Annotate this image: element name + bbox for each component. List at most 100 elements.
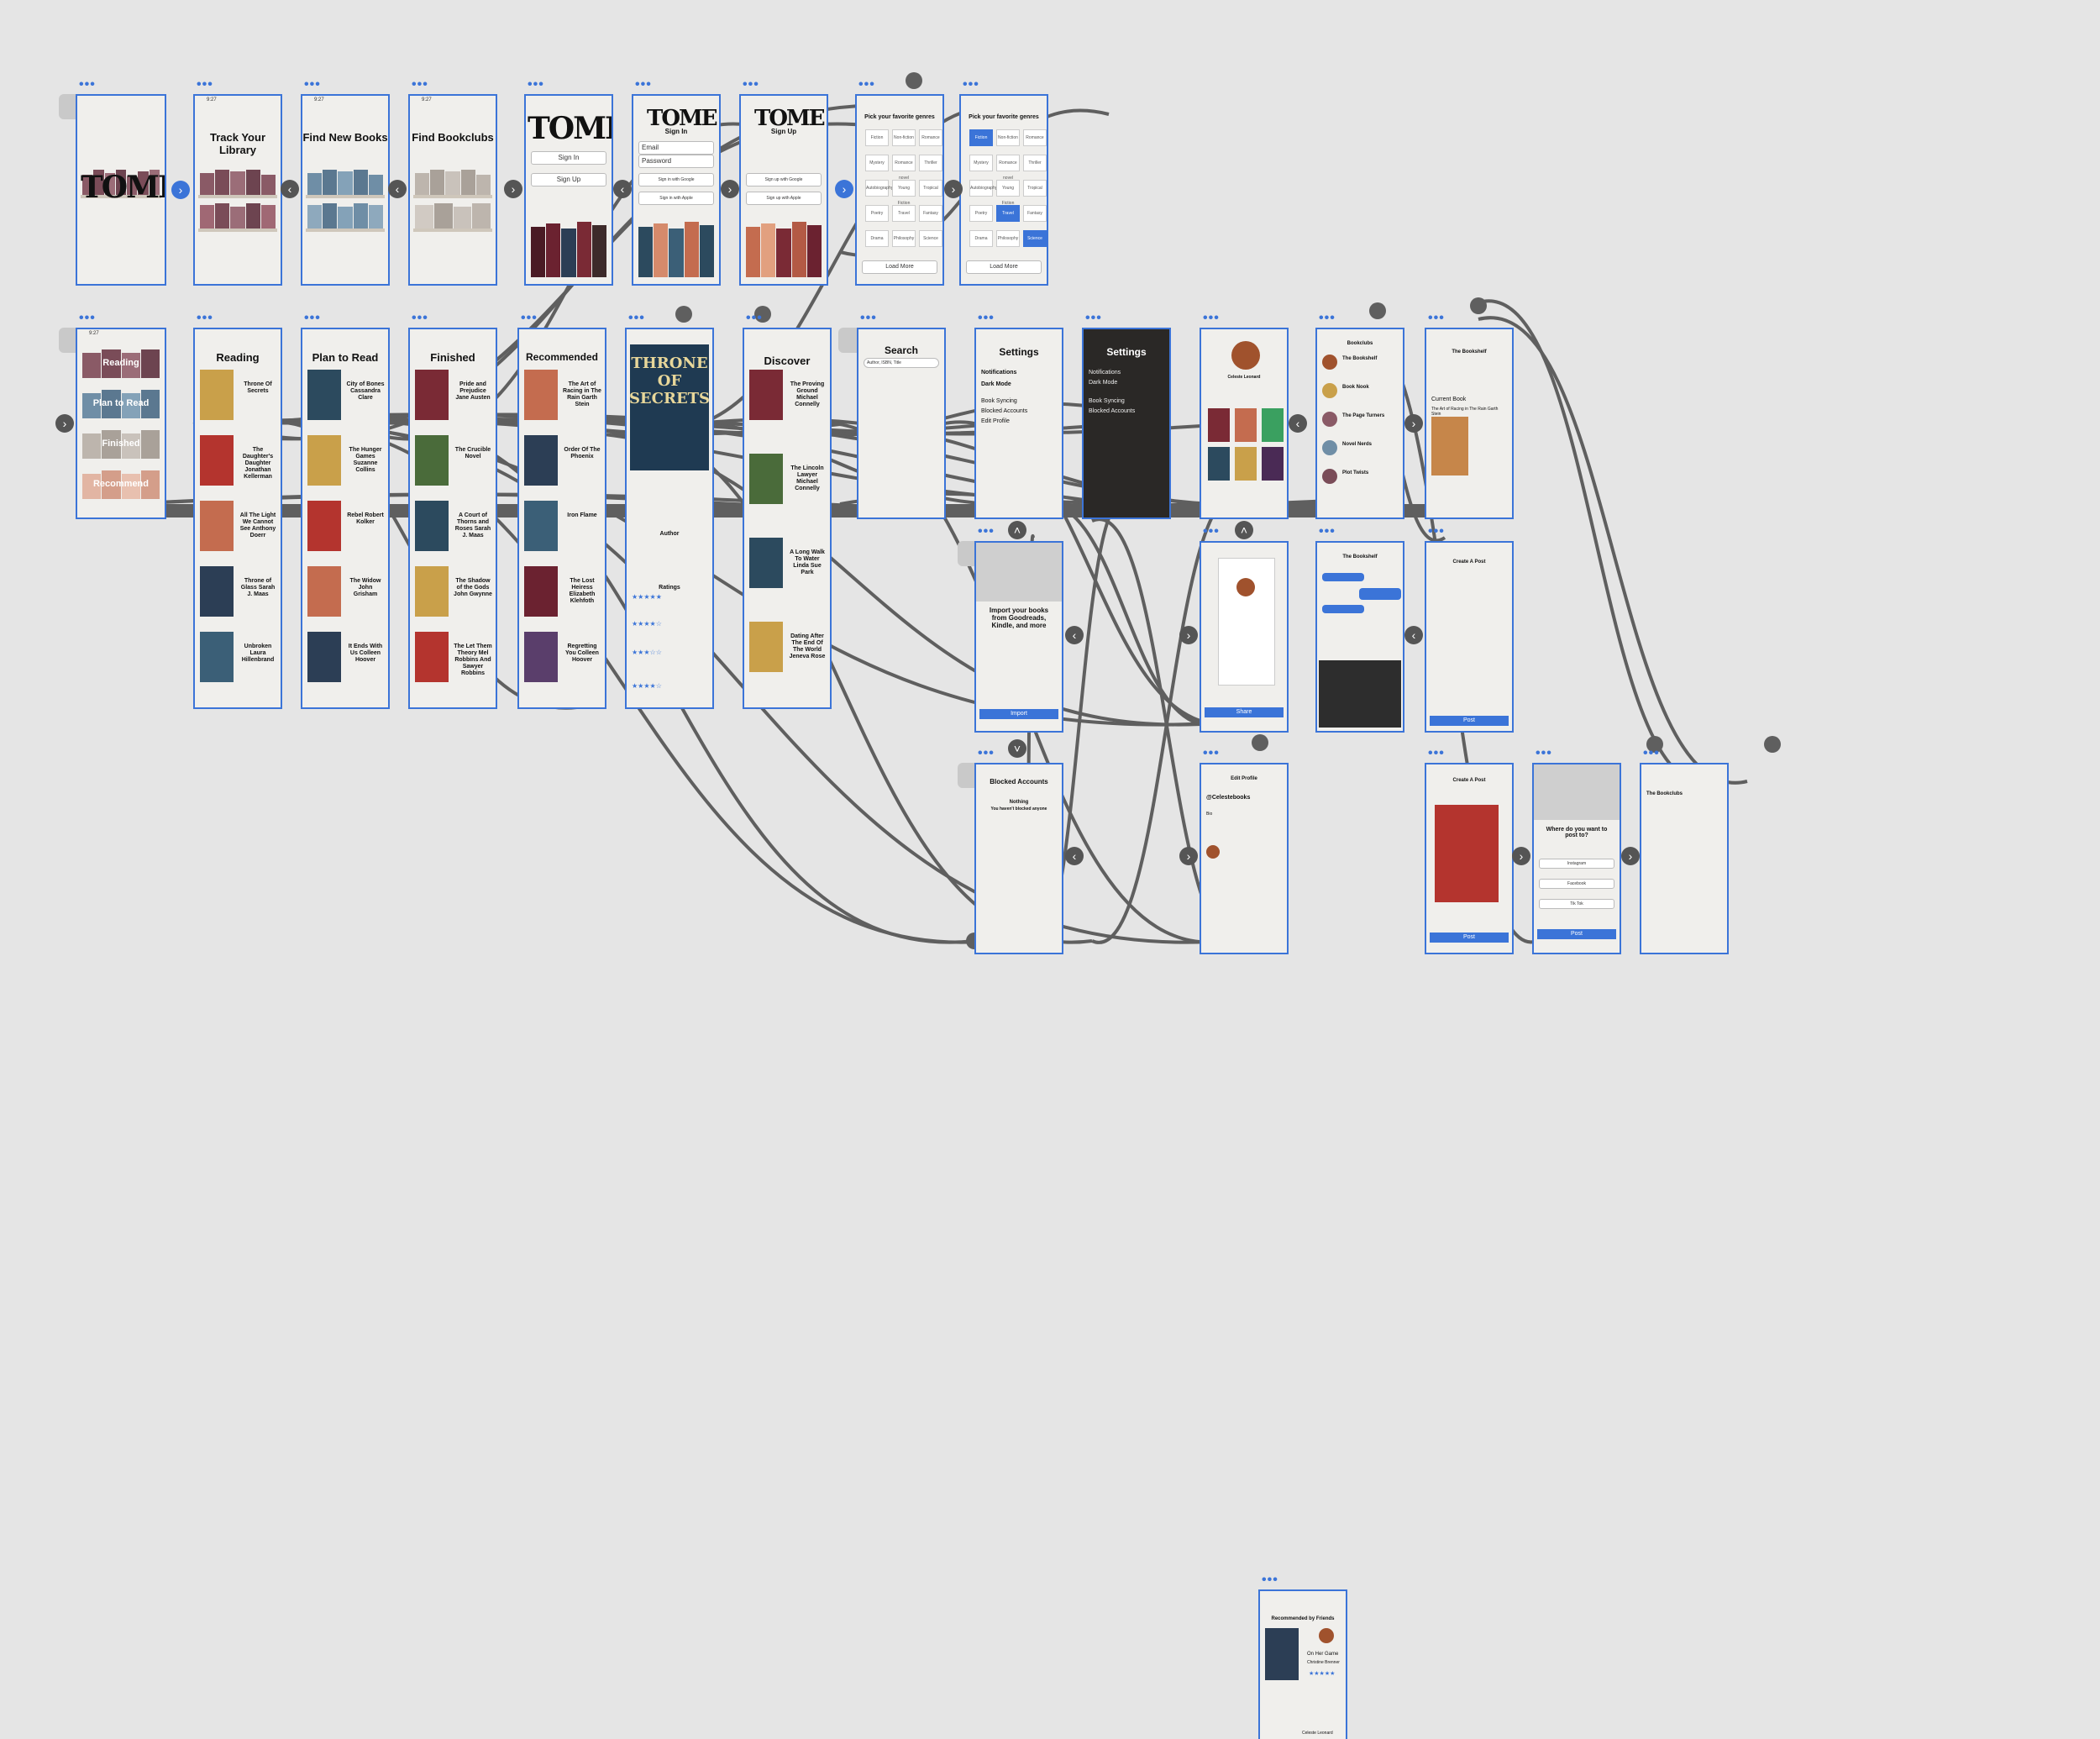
book-cover[interactable]	[524, 370, 558, 420]
keyboard[interactable]	[1319, 660, 1401, 728]
club-name[interactable]: The Bookshelf	[1342, 356, 1378, 361]
back-arrow-icon[interactable]: ‹	[1404, 626, 1423, 644]
shelf-reading[interactable]: Reading	[102, 358, 139, 368]
club-name[interactable]: Plot Twists	[1342, 470, 1369, 475]
frame-menu-icon[interactable]: •••	[1319, 311, 1336, 325]
frame-menu-icon[interactable]: •••	[1428, 746, 1445, 760]
book-cover[interactable]	[307, 370, 341, 420]
book-cover[interactable]	[415, 566, 449, 617]
genre-chip[interactable]: Fantasy	[1023, 205, 1047, 222]
next-arrow-icon[interactable]: ›	[1621, 847, 1640, 865]
facebook-option[interactable]: Facebook	[1539, 879, 1614, 889]
frame-menu-icon[interactable]: •••	[528, 77, 544, 92]
genre-chip[interactable]: Mystery	[969, 155, 993, 171]
book-cover[interactable]	[200, 632, 234, 682]
book-cover[interactable]	[307, 566, 341, 617]
search-input[interactable]: Author, ISBN, Title	[864, 358, 939, 368]
blocked-accounts-item[interactable]: Blocked Accounts	[1089, 408, 1136, 414]
frame-menu-icon[interactable]: •••	[197, 77, 213, 92]
frame-menu-icon[interactable]: •••	[1203, 746, 1220, 760]
genre-chip[interactable]: Romance	[1023, 129, 1047, 146]
genre-chip[interactable]: Tropical	[919, 180, 942, 197]
email-field[interactable]: Email	[638, 141, 714, 155]
genre-chip[interactable]: Tropical	[1023, 180, 1047, 197]
genre-chip[interactable]: Autobiography	[969, 180, 997, 197]
frame-menu-icon[interactable]: •••	[628, 311, 645, 325]
genre-chip[interactable]: Romance novel	[892, 155, 916, 181]
genre-chip[interactable]: Mystery	[865, 155, 889, 171]
book-cover[interactable]	[524, 435, 558, 486]
book-cover[interactable]	[415, 370, 449, 420]
post-button[interactable]: Post	[1430, 933, 1509, 943]
book-cover[interactable]	[200, 370, 234, 420]
genre-chip[interactable]: Drama	[865, 230, 889, 247]
genre-chip[interactable]: Science	[919, 230, 942, 247]
back-arrow-icon[interactable]: ‹	[281, 180, 299, 198]
frame-menu-icon[interactable]: •••	[1203, 311, 1220, 325]
shelf-finished[interactable]: Finished	[102, 439, 140, 449]
frame-menu-icon[interactable]: •••	[1428, 524, 1445, 539]
back-arrow-icon[interactable]: ‹	[613, 180, 632, 198]
frame-menu-icon[interactable]: •••	[521, 311, 538, 325]
genre-chip[interactable]: Fiction	[969, 129, 993, 146]
book-cover[interactable]	[415, 435, 449, 486]
club-avatar[interactable]	[1322, 412, 1337, 427]
frame-menu-icon[interactable]: •••	[860, 311, 877, 325]
next-arrow-icon[interactable]: ›	[504, 180, 522, 198]
frame-menu-icon[interactable]: •••	[978, 524, 995, 539]
load-more-button[interactable]: Load More	[862, 260, 937, 274]
password-field[interactable]: Password	[638, 155, 714, 168]
back-arrow-icon[interactable]: ‹	[1065, 847, 1084, 865]
book-cover[interactable]	[749, 538, 783, 588]
genre-chip[interactable]: Philosophy	[892, 230, 916, 247]
genre-chip[interactable]: Drama	[969, 230, 993, 247]
frame-menu-icon[interactable]: •••	[743, 77, 759, 92]
next-arrow-icon[interactable]: ›	[1512, 847, 1530, 865]
book-syncing-item[interactable]: Book Syncing	[981, 398, 1017, 404]
apple-signup-button[interactable]: Sign up with Apple	[746, 192, 822, 205]
book-syncing-item[interactable]: Book Syncing	[1089, 398, 1125, 404]
frame-menu-icon[interactable]: •••	[197, 311, 213, 325]
book-cover[interactable]	[200, 435, 234, 486]
club-name[interactable]: The Page Turners	[1342, 413, 1385, 418]
book-cover[interactable]	[415, 632, 449, 682]
book-cover[interactable]	[524, 632, 558, 682]
club-avatar[interactable]	[1322, 440, 1337, 455]
next-arrow-icon[interactable]: ›	[1179, 847, 1198, 865]
notifications-toggle[interactable]: Notifications	[1089, 370, 1121, 376]
frame-menu-icon[interactable]: •••	[412, 77, 428, 92]
genre-chip[interactable]: Non-fiction	[892, 129, 916, 146]
book-cover[interactable]	[307, 632, 341, 682]
frame-menu-icon[interactable]: •••	[1319, 524, 1336, 539]
genre-chip[interactable]: Thriller	[1023, 155, 1047, 171]
frame-menu-icon[interactable]: •••	[746, 311, 763, 325]
up-arrow-icon[interactable]: ˄	[1008, 521, 1026, 539]
blocked-accounts-item[interactable]: Blocked Accounts	[981, 408, 1028, 414]
book-cover[interactable]	[749, 370, 783, 420]
club-avatar[interactable]	[1322, 469, 1337, 484]
shelf-plan-to-read[interactable]: Plan to Read	[92, 398, 150, 408]
genre-chip[interactable]: Thriller	[919, 155, 942, 171]
google-signin-button[interactable]: Sign in with Google	[638, 173, 714, 187]
next-arrow-icon[interactable]: ›	[835, 180, 853, 198]
next-arrow-icon[interactable]: ›	[944, 180, 963, 198]
genre-chip[interactable]: Travel	[996, 205, 1020, 222]
genre-chip[interactable]: Travel	[892, 205, 916, 222]
frame-menu-icon[interactable]: •••	[304, 311, 321, 325]
back-arrow-icon[interactable]: ‹	[1065, 626, 1084, 644]
next-arrow-icon[interactable]: ›	[1404, 414, 1423, 433]
instagram-option[interactable]: Instagram	[1539, 859, 1614, 869]
frame-menu-icon[interactable]: •••	[635, 77, 652, 92]
frame-menu-icon[interactable]: •••	[412, 311, 428, 325]
post-button[interactable]: Post	[1537, 929, 1616, 939]
google-signup-button[interactable]: Sign up with Google	[746, 173, 822, 187]
genre-chip[interactable]: Poetry	[865, 205, 889, 222]
back-arrow-icon[interactable]: ‹	[388, 180, 407, 198]
genre-chip[interactable]: Fiction	[865, 129, 889, 146]
down-arrow-icon[interactable]: ˅	[1008, 739, 1026, 758]
share-button[interactable]: Share	[1205, 707, 1284, 717]
genre-chip[interactable]: Romance	[919, 129, 942, 146]
next-arrow-icon[interactable]: ›	[55, 414, 74, 433]
genre-chip[interactable]: Young Fiction	[892, 180, 916, 206]
frame-menu-icon[interactable]: •••	[79, 311, 96, 325]
